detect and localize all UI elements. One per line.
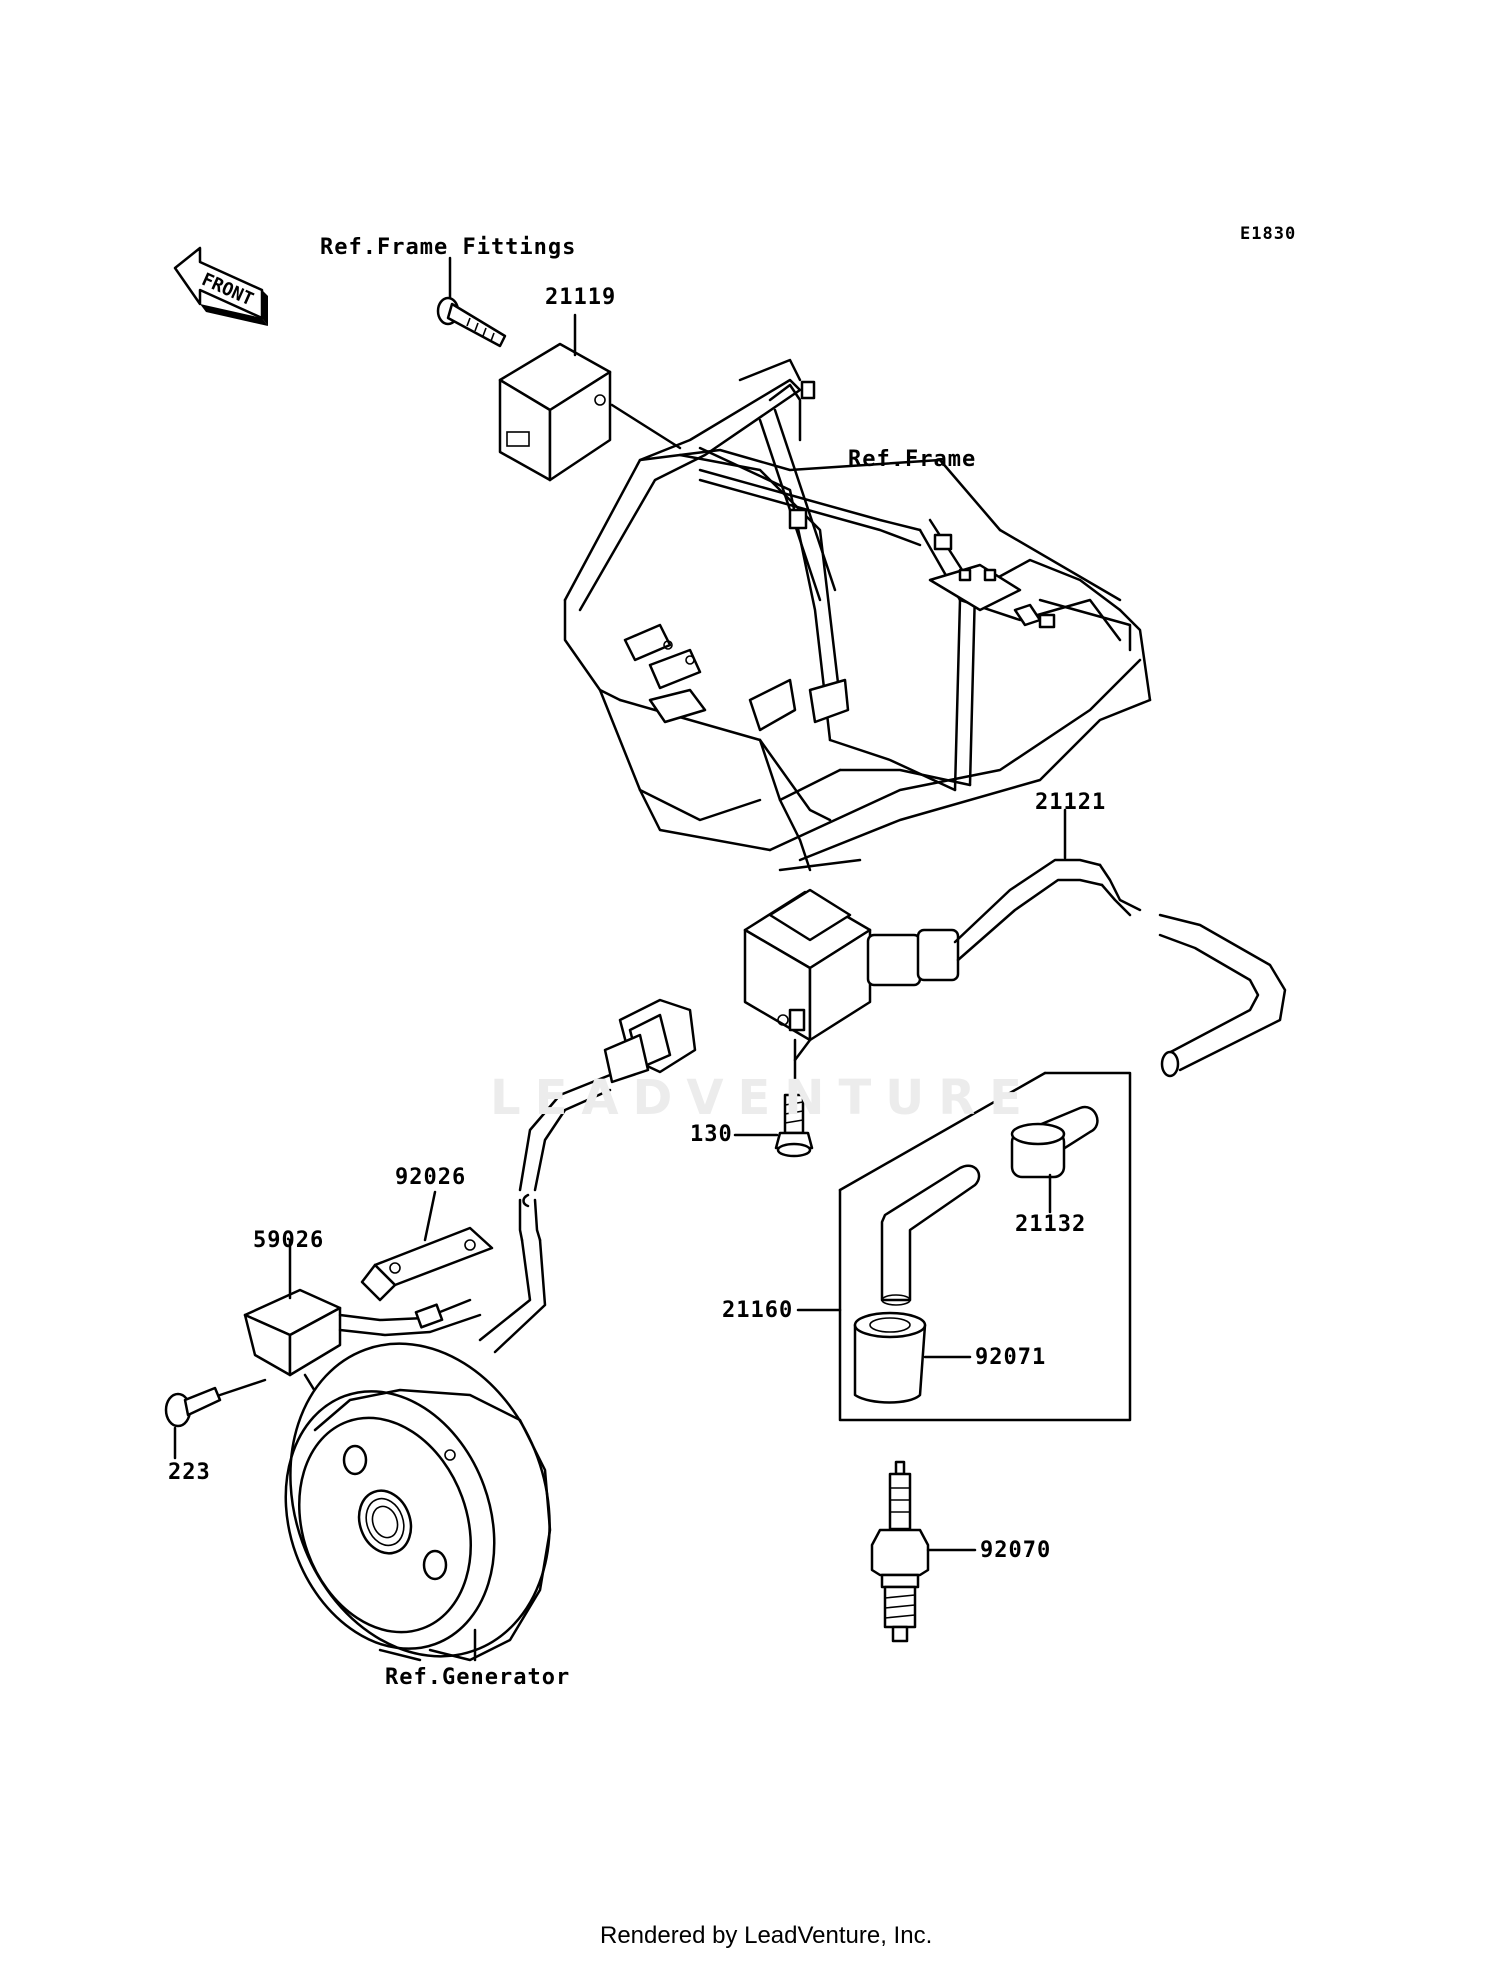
screw [164, 1378, 267, 1460]
cap-sleeve [1010, 1105, 1099, 1214]
label-part-92070: 92070 [980, 1538, 1052, 1563]
flywheel [284, 1342, 552, 1662]
footer-credit: Rendered by LeadVenture, Inc. [600, 1922, 933, 1949]
label-part-21132: 21132 [1015, 1212, 1087, 1237]
frame [563, 358, 1152, 872]
spark-plug [870, 1460, 977, 1643]
plug-cap [880, 1164, 981, 1306]
bracket-plate [360, 1190, 494, 1302]
label-part-21160: 21160 [722, 1298, 794, 1323]
label-part-21121: 21121 [1035, 790, 1107, 815]
diagram-code: E1830 [1240, 224, 1297, 244]
cap-cover [853, 1311, 972, 1404]
label-ref-generator: Ref.Generator [385, 1665, 571, 1690]
label-part-59026: 59026 [253, 1228, 325, 1253]
front-arrow-icon: FRONT [173, 246, 268, 326]
label-part-130: 130 [690, 1122, 733, 1147]
label-ref-frame-fittings: Ref.Frame Fittings [320, 235, 577, 260]
label-part-92026: 92026 [395, 1165, 467, 1190]
pickup-coil [243, 1238, 482, 1442]
plug-cap-assembly-box [796, 1071, 1132, 1422]
cdi-unit [498, 313, 682, 482]
label-part-92071: 92071 [975, 1345, 1047, 1370]
label-part-21119: 21119 [545, 285, 617, 310]
coil-bolt [733, 1038, 814, 1158]
wire-connector [478, 998, 697, 1354]
ignition-coil [743, 808, 1287, 1078]
label-ref-frame: Ref.Frame [848, 447, 977, 472]
label-part-223: 223 [168, 1460, 211, 1485]
frame-fitting-bolt [436, 256, 507, 348]
watermark: LEADVENTURE [490, 1070, 1036, 1126]
